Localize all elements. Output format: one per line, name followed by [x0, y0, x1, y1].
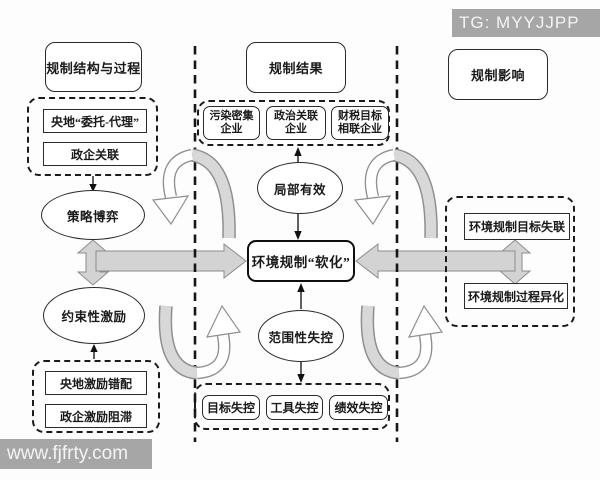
group-structure-causes [27, 97, 158, 176]
header-impact: 规制影响 [448, 49, 548, 100]
cycle-arrow-top-left [151, 148, 236, 239]
box-pollution-intensive-firms: 污染密集 企业 [203, 106, 260, 140]
arrow-partial-to-firms [294, 147, 302, 156]
box-tool-failure: 工具失控 [266, 395, 323, 420]
arrow-left-to-core [95, 242, 247, 280]
ellipse-binding-incentive: 约束性激励 [43, 287, 145, 344]
box-incentive-block: 政企激励阻滞 [45, 404, 147, 428]
box-performance-failure: 绩效失控 [329, 395, 388, 420]
box-core-regulation-softening: 环境规制“软化” [247, 240, 355, 282]
connector-arrows [89, 147, 305, 383]
arrow-scope-to-failures [297, 374, 305, 383]
group-incentive-causes [32, 360, 160, 433]
header-result: 规制结果 [246, 42, 346, 93]
firm-label-line1: 污染密集 [209, 110, 254, 123]
watermark-telegram: TG: MYYJJPP [452, 9, 600, 37]
box-fiscal-target-firms: 财税目标 相联企业 [331, 106, 389, 140]
box-politically-connected-firms: 政治关联 企业 [266, 106, 326, 140]
group-firm-types [197, 100, 390, 146]
watermark-website: www.fjfrty.com [0, 439, 152, 469]
box-goal-disconnection: 环境规制目标失联 [464, 213, 570, 240]
ellipse-strategic-game: 策略博弈 [41, 190, 145, 240]
firm-label-line2: 相联企业 [338, 123, 382, 135]
arrow-incentivegroup-to-incentive [90, 344, 98, 352]
cycle-arrow-bottom-right [360, 304, 444, 380]
firm-label-line2: 企业 [220, 123, 243, 135]
ellipse-scope-out-of-control: 范围性失控 [258, 310, 344, 362]
arrow-partial-to-core [294, 231, 302, 240]
group-regulation-impacts [445, 196, 575, 327]
header-structure-process: 规制结构与过程 [45, 42, 142, 92]
firm-label-line1: 财税目标 [338, 110, 382, 123]
cycle-arrow-bottom-left [158, 304, 242, 380]
cycle-arrow-top-right [353, 148, 438, 239]
box-principal-agent: 央地“委托-代理” [43, 109, 147, 133]
box-process-alienation: 环境规制过程异化 [464, 283, 568, 309]
group-control-failures [194, 383, 390, 430]
ellipse-partially-effective: 局部有效 [257, 162, 343, 214]
arrow-structure-to-strategy [89, 184, 97, 192]
firm-label-line2: 企业 [285, 123, 307, 135]
firm-label-line1: 政治关联 [274, 110, 318, 123]
arrow-scope-to-core [297, 283, 305, 292]
box-incentive-mismatch: 央地激励错配 [45, 371, 147, 395]
box-gov-firm-relation: 政企关联 [43, 142, 147, 166]
box-target-failure: 目标失控 [202, 395, 260, 420]
